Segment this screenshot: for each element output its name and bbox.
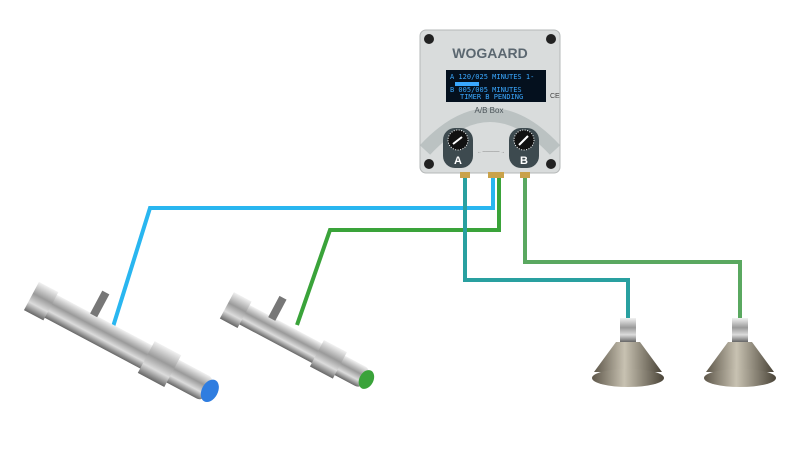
hose-blue-a [110, 175, 495, 331]
hose-sprinkler-b [523, 175, 742, 322]
brand-logo: WOGAARD [452, 45, 527, 61]
valve-b [219, 292, 375, 389]
knob-a-label: A [454, 155, 462, 167]
hose-green-b [295, 175, 501, 326]
box-title: A/B Box [475, 106, 504, 115]
display-line-a: A 120/025 MINUTES 1- [450, 73, 534, 81]
sprinkler-head-a [592, 318, 664, 387]
knob-hint: ← ────── → [477, 149, 504, 154]
valve-a [23, 281, 219, 403]
knob-b-label: B [520, 155, 528, 167]
progress-bar-a [455, 82, 479, 86]
knob-a[interactable] [447, 129, 469, 151]
ce-mark: CE [550, 93, 560, 100]
sprinkler-head-b [704, 318, 776, 387]
hose-sprinkler-a [463, 175, 630, 322]
ab-box: WOGAARD A 120/025 MINUTES 1- B 005/005 M… [419, 29, 561, 178]
display-line-b: B 005/005 MINUTES [450, 86, 522, 94]
knob-b[interactable] [513, 129, 535, 151]
display-line-c: TIMER B PENDING [460, 93, 523, 101]
